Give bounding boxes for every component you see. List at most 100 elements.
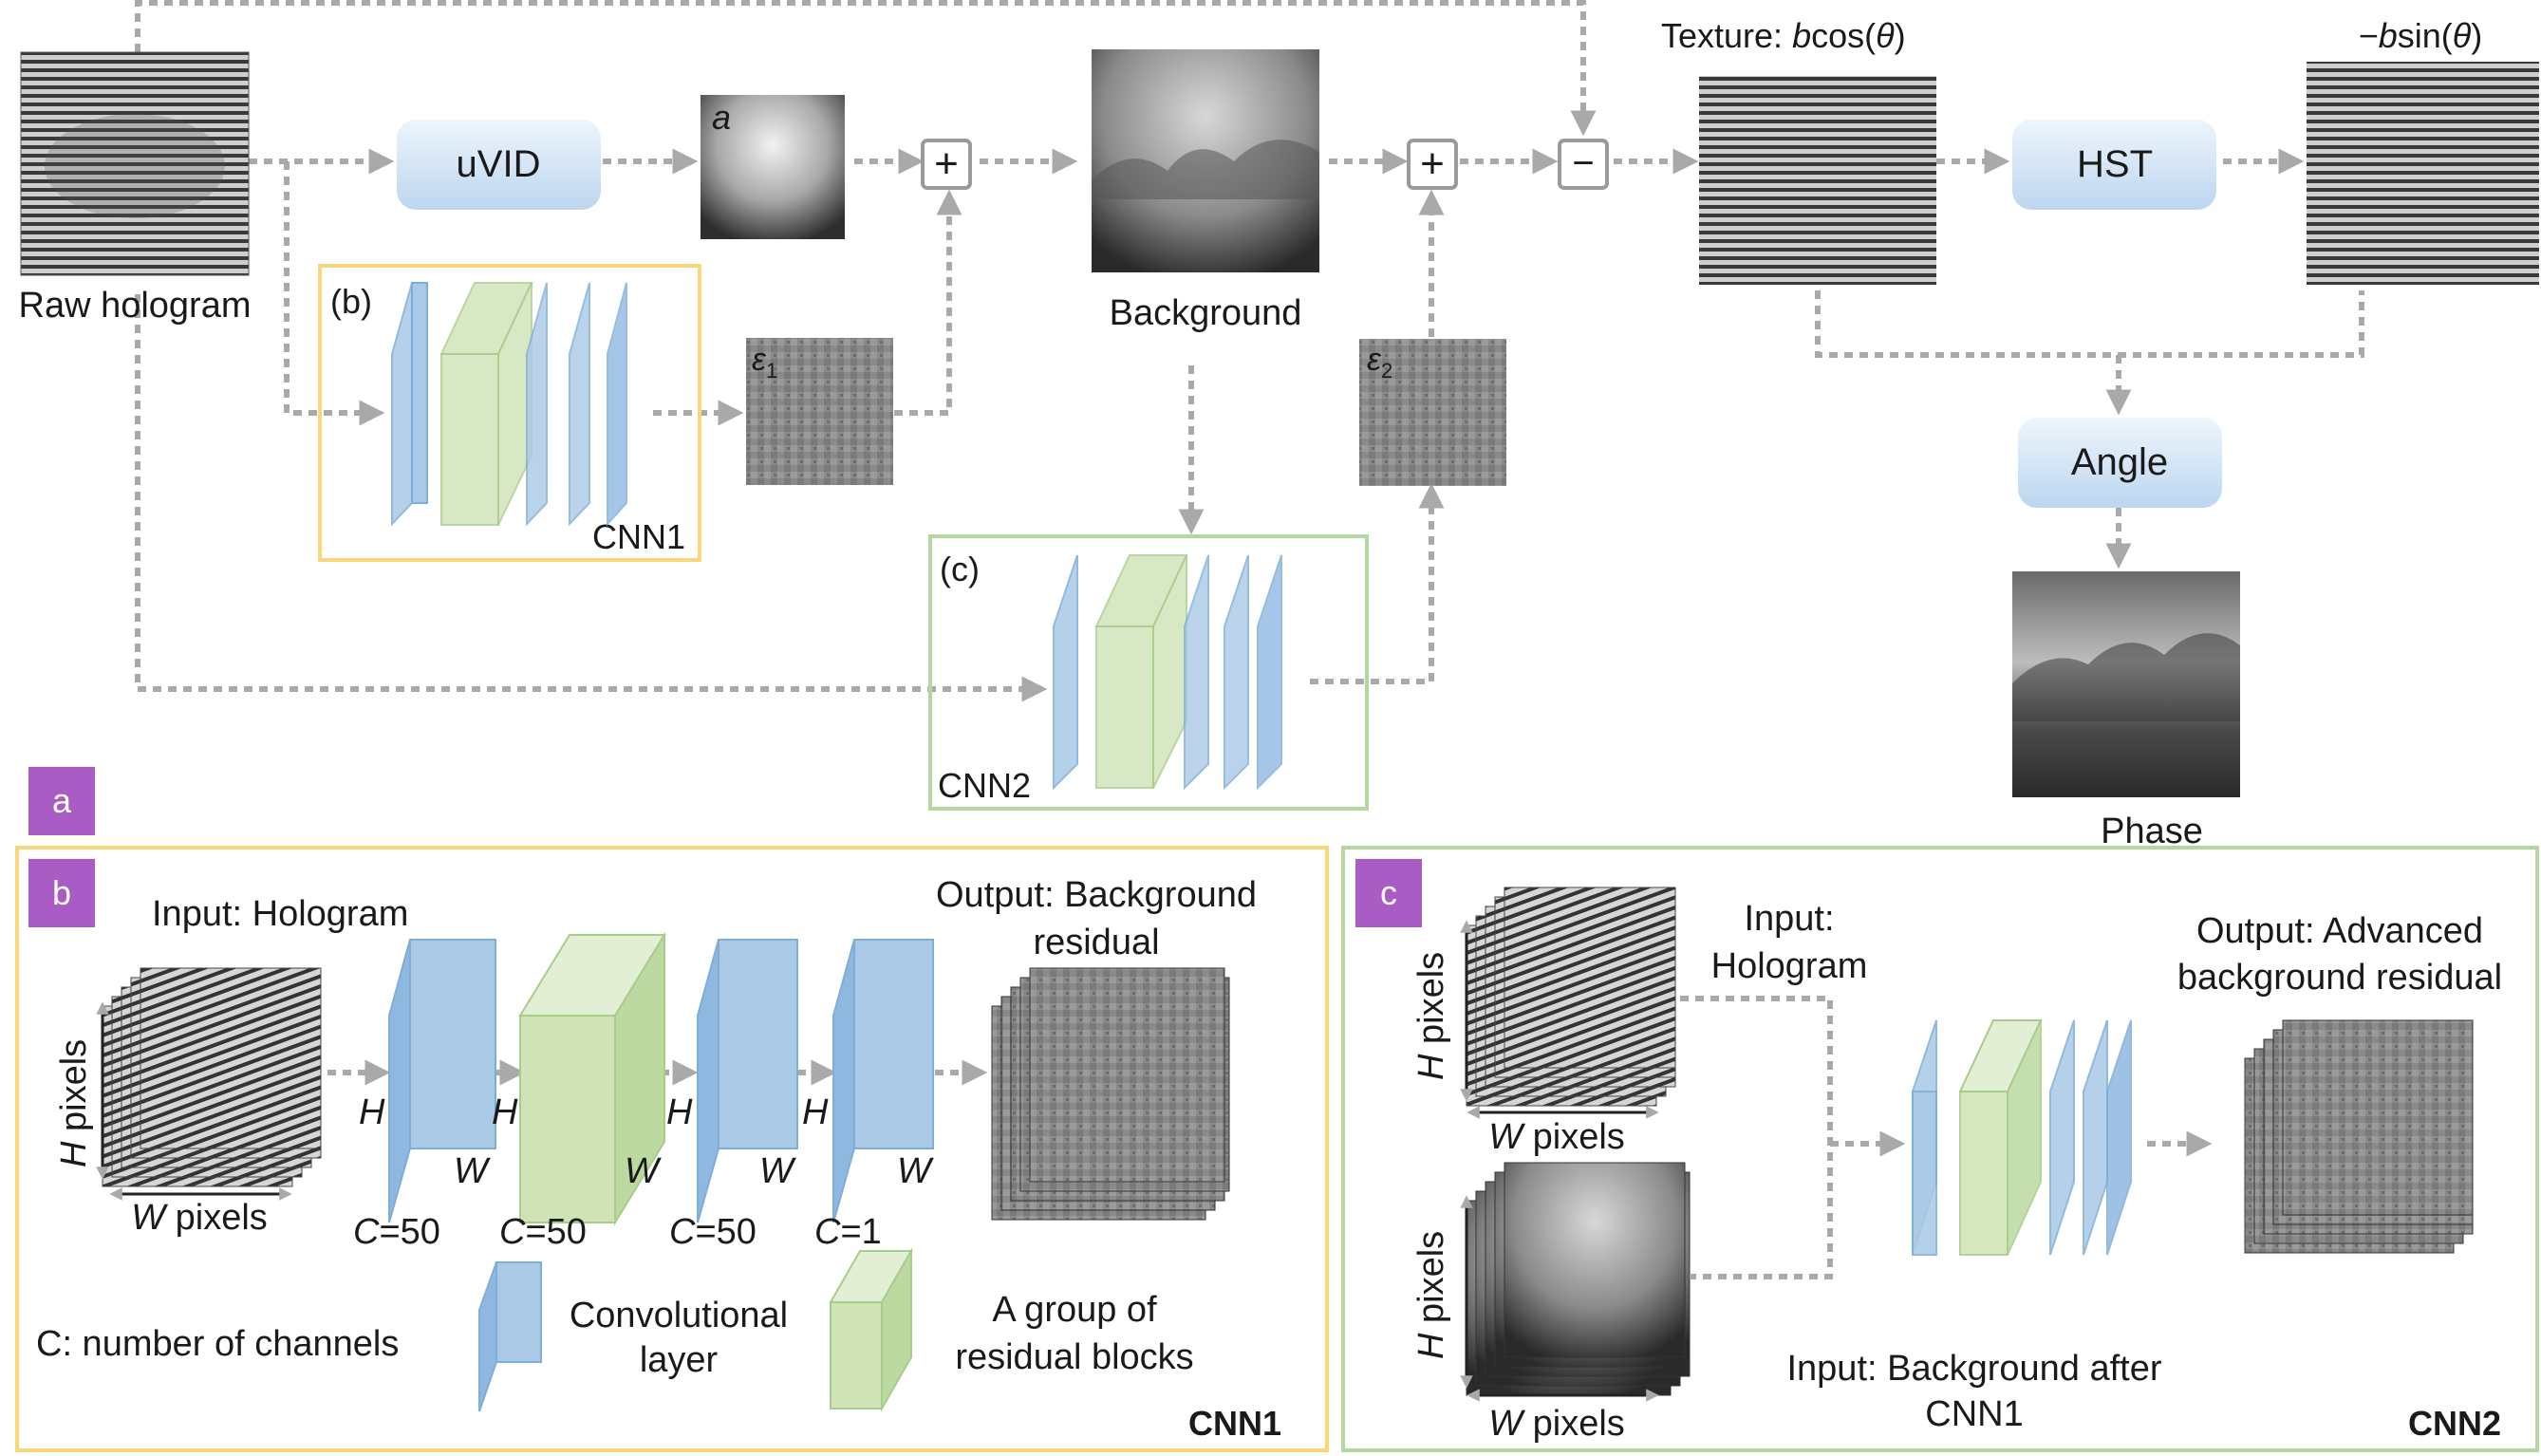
svg-text:H: H (666, 1092, 693, 1132)
svg-text:c: c (1380, 873, 1397, 912)
panel-b-output-line1: Output: Background (936, 875, 1257, 915)
panel-b-legend-conv-icon (478, 1261, 542, 1412)
panel-b-conv-layer-4 (832, 939, 934, 1223)
panel-c-title: CNN2 (2408, 1404, 2501, 1443)
svg-text:W: W (625, 1151, 662, 1191)
cnn2-layers (1053, 554, 1282, 791)
svg-text:H: H (492, 1092, 518, 1132)
panel-c-input1-line2: Hologram (1711, 946, 1868, 986)
panel-c-background-stack (1466, 1162, 1691, 1396)
panel-c-hologram-stack (1466, 887, 1676, 1107)
panel-b-hologram-stack (102, 967, 322, 1187)
neg-bsin-label: −bsin(θ) (2359, 16, 2483, 55)
arrow-hologram-to-cnn1 (284, 161, 385, 426)
panel-c-output-stack (2244, 1019, 2474, 1254)
svg-text:W: W (454, 1151, 491, 1191)
arrow-hologram-to-cnn2 (135, 294, 1048, 702)
eps2-label: ε2 (1367, 342, 1392, 383)
a-image (701, 95, 845, 239)
plus-node-2: + (1407, 139, 1458, 190)
hst-node: HST (2012, 120, 2216, 210)
cnn1-layers (391, 282, 627, 527)
cnn2-label: CNN2 (938, 766, 1031, 805)
panel-b-output-stack (991, 967, 1230, 1221)
panel-b-conv-layer-3 (697, 939, 798, 1223)
arrow-top-bypass (135, 0, 1597, 137)
panel-c-network-layers (1912, 1019, 2132, 1256)
svg-text:C=1: C=1 (814, 1212, 882, 1252)
panel-b-legend-res-line1: A group of (992, 1290, 1157, 1330)
eps1-image (746, 338, 893, 485)
svg-text:C=50: C=50 (353, 1212, 440, 1252)
panel-a-badge: a (28, 767, 95, 835)
panel-c-input1-line1: Input: (1744, 899, 1834, 939)
svg-text:H: H (359, 1092, 385, 1132)
panel-c-h-pixels-label-2: H pixels (1411, 1231, 1451, 1359)
svg-text:a: a (52, 781, 72, 820)
panel-b-legend-conv-line1: Convolutional (570, 1296, 788, 1335)
plus-node-1: + (921, 139, 972, 190)
angle-label: Angle (2071, 441, 2168, 483)
svg-text:H: H (802, 1092, 829, 1132)
uvid-label: uVID (457, 143, 541, 185)
hst-label: HST (2077, 143, 2153, 185)
panel-b-legend-channels: C: number of channels (36, 1324, 399, 1364)
svg-text:+: + (1420, 140, 1445, 187)
panel-c-flow (1680, 996, 2213, 1279)
panel-b-input-label: Input: Hologram (152, 894, 408, 934)
cnn1-thumbnail: (b) CNN1 (318, 264, 701, 562)
svg-text:−: − (1572, 142, 1594, 184)
background-label: Background (1110, 293, 1302, 333)
cnn1-tag: (b) (330, 282, 372, 321)
texture-label: Texture: bcos(θ) (1661, 16, 1906, 55)
panel-b-channel-labels: C=50 C=50 C=50 C=1 (353, 1212, 882, 1252)
eps2-image (1359, 339, 1506, 486)
svg-text:+: + (934, 140, 959, 187)
panel-c-h-pixels-label-1: H pixels (1411, 952, 1451, 1080)
svg-text:W: W (897, 1151, 934, 1191)
flow-arrows (135, 0, 2364, 702)
arrow-cnn2-to-eps2 (1310, 482, 1445, 684)
panel-b-h-pixels-label: H pixels (54, 1039, 94, 1167)
panel-b-w-pixels-label: W pixels (131, 1198, 268, 1238)
raw-hologram-label: Raw hologram (19, 286, 252, 326)
svg-text:b: b (52, 873, 71, 912)
cnn2-thumbnail: (c) CNN2 (928, 534, 1369, 811)
panel-b: b Input: Hologram Output: Background res… (15, 846, 1329, 1452)
panel-c-output-line2: background residual (2177, 958, 2502, 998)
eps1-label: ε1 (752, 342, 777, 383)
raw-hologram-image (20, 51, 250, 276)
svg-text:C=50: C=50 (669, 1212, 757, 1252)
raw-hologram-shadow (45, 114, 225, 218)
panel-c-badge (1355, 859, 1422, 927)
panel-b-badge (28, 859, 95, 927)
panel-b-layer-dims: H W H W H W H W (359, 1092, 934, 1191)
panel-b-conv-layer-1 (388, 939, 496, 1223)
panel-b-legend-conv-line2: layer (640, 1340, 719, 1380)
angle-node: Angle (2018, 418, 2222, 508)
arrow-texture-sin-to-angle (1815, 290, 2364, 410)
panel-c-w-pixels-label-2: W pixels (1488, 1404, 1625, 1444)
background-trees (1092, 140, 1319, 199)
svg-text:W: W (759, 1151, 796, 1191)
panel-b-title: CNN1 (1188, 1404, 1281, 1443)
phase-trees (2012, 633, 2240, 721)
phase-label: Phase (2101, 812, 2203, 851)
cnn2-tag: (c) (940, 550, 980, 588)
panel-b-legend-res-line2: residual blocks (955, 1337, 1193, 1377)
neg-bsin-image (2307, 62, 2539, 285)
panel-c-w-pixels-label-1: W pixels (1488, 1117, 1625, 1157)
panel-c-input2-line2: CNN1 (1925, 1394, 2023, 1434)
arrow-eps1-to-plus1 (894, 189, 962, 416)
panel-b-output-line2: residual (1033, 923, 1159, 962)
cnn1-label: CNN1 (592, 517, 685, 556)
panel-b-legend-res-icon (829, 1247, 913, 1412)
panel-c-output-line1: Output: Advanced (2196, 911, 2483, 951)
panel-b-residual-group (518, 931, 666, 1226)
panel-c: c H pixels W pixels Input: Hologram (1341, 846, 2539, 1452)
svg-text:C=50: C=50 (499, 1212, 587, 1252)
a-image-label: a (712, 98, 731, 137)
minus-node: − (1558, 139, 1609, 190)
texture-image (1699, 76, 1936, 285)
